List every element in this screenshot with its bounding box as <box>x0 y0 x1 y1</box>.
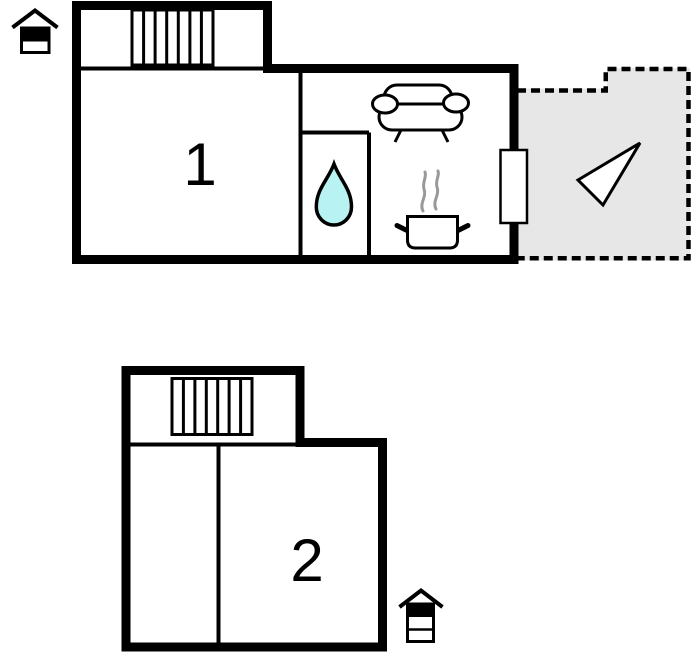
lower-floor-outer-walls <box>121 366 387 652</box>
steam-icon <box>420 169 440 213</box>
floor-plan-lower: 2 <box>121 366 444 652</box>
door-icon <box>499 148 529 225</box>
house-level-indicator-upper-icon <box>11 7 59 54</box>
room-1-label: 1 <box>183 131 216 198</box>
staircase-icon-lower <box>170 377 254 436</box>
floor-plan-upper: 1 <box>11 1 691 264</box>
terrace-dashed-border <box>517 66 691 261</box>
water-drop-icon <box>314 159 354 227</box>
sofa-icon <box>371 83 470 143</box>
house-level-indicator-lower-icon <box>398 587 444 643</box>
compass-arrow-icon <box>575 141 642 208</box>
staircase-icon <box>130 8 215 67</box>
room-2-label: 2 <box>290 527 323 594</box>
cooking-pot-icon <box>394 215 471 250</box>
